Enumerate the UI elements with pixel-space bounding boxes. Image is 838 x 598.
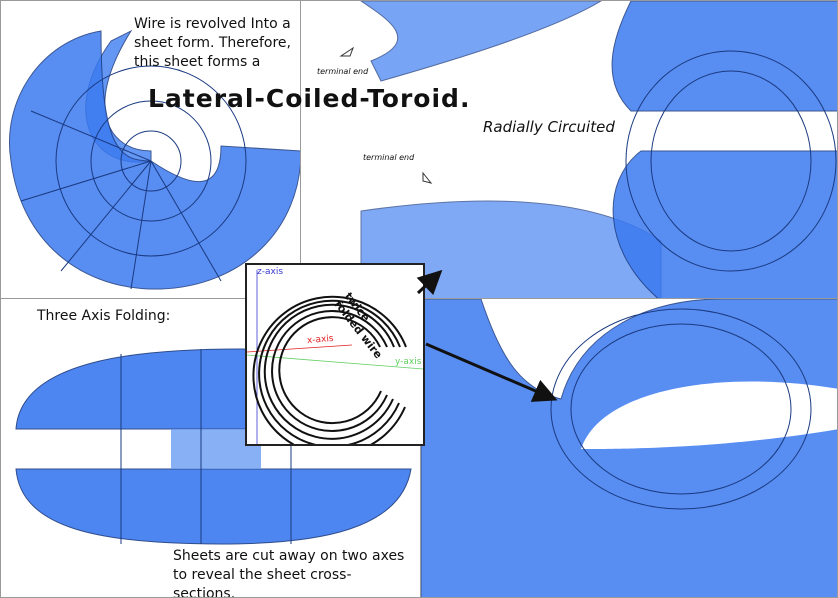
page-title: Lateral-Coiled-Toroid. <box>148 84 471 113</box>
radially-circuited-label: Radially Circuited <box>483 118 615 136</box>
toroid-cross-section-illustration <box>339 1 837 299</box>
y-axis-line <box>246 354 424 370</box>
z-axis-label: z-axis <box>257 267 284 277</box>
y-axis-label: y-axis <box>395 357 422 367</box>
panel-top-right: terminal end terminal end Radially Circu… <box>300 0 838 300</box>
spiral-sheet-illustration <box>9 29 301 290</box>
panel-top-left: Wire is revolved Into a sheet form. Ther… <box>0 0 302 300</box>
terminal-end-label: terminal end <box>317 67 369 76</box>
bottom-caption: Sheets are cut away on two axes to revea… <box>173 548 405 598</box>
panel-bottom-right <box>420 298 838 598</box>
wire-fold-diagram-inset: z-axis x-axis y-axis twice folded wire <box>245 263 425 456</box>
folded-wire-diagram <box>246 270 424 456</box>
coiled-wire <box>252 295 407 456</box>
terminal-end-label: terminal end <box>363 153 415 162</box>
three-axis-folding-heading: Three Axis Folding: <box>37 308 171 324</box>
x-axis-line <box>246 344 353 353</box>
toroid-detail-illustration <box>421 299 837 597</box>
top-left-caption: Wire is revolved Into a sheet form. Ther… <box>134 16 291 70</box>
